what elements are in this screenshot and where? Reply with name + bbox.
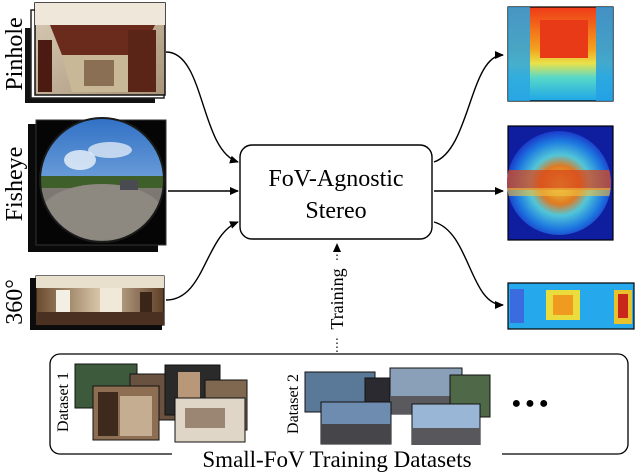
arrow-pano-to-stereo — [165, 221, 239, 301]
pano-depth-map — [507, 282, 635, 330]
fisheye-label: Fisheye — [2, 147, 28, 222]
pinhole-image-stack — [25, 2, 166, 103]
dataset1-label: Dataset 1 — [55, 372, 72, 432]
fisheye-depth-map — [507, 125, 614, 241]
dataset2-image-stack — [304, 367, 491, 447]
training-datasets-title: Small-FoV Training Datasets — [202, 447, 471, 472]
more-datasets-ellipsis: ● ● ● — [512, 395, 549, 412]
center-box-title-line2: Stereo — [305, 198, 366, 224]
dataset1-image-stack — [74, 363, 248, 443]
pinhole-label: Pinhole — [2, 17, 28, 90]
pano-image-stack — [30, 275, 165, 330]
pinhole-depth-map — [507, 6, 614, 102]
arrow-pinhole-to-stereo — [165, 51, 239, 164]
fisheye-image-stack — [28, 117, 167, 252]
arrow-stereo-to-pano-depth — [433, 221, 504, 309]
training-label: Training — [327, 268, 347, 329]
arrow-stereo-to-pinhole-depth — [433, 51, 504, 163]
fov-agnostic-stereo-box — [239, 144, 433, 240]
center-box-title-line1: FoV-Agnostic — [268, 166, 403, 192]
pano-label: 360° — [2, 279, 28, 325]
dataset2-label: Dataset 2 — [285, 374, 302, 434]
